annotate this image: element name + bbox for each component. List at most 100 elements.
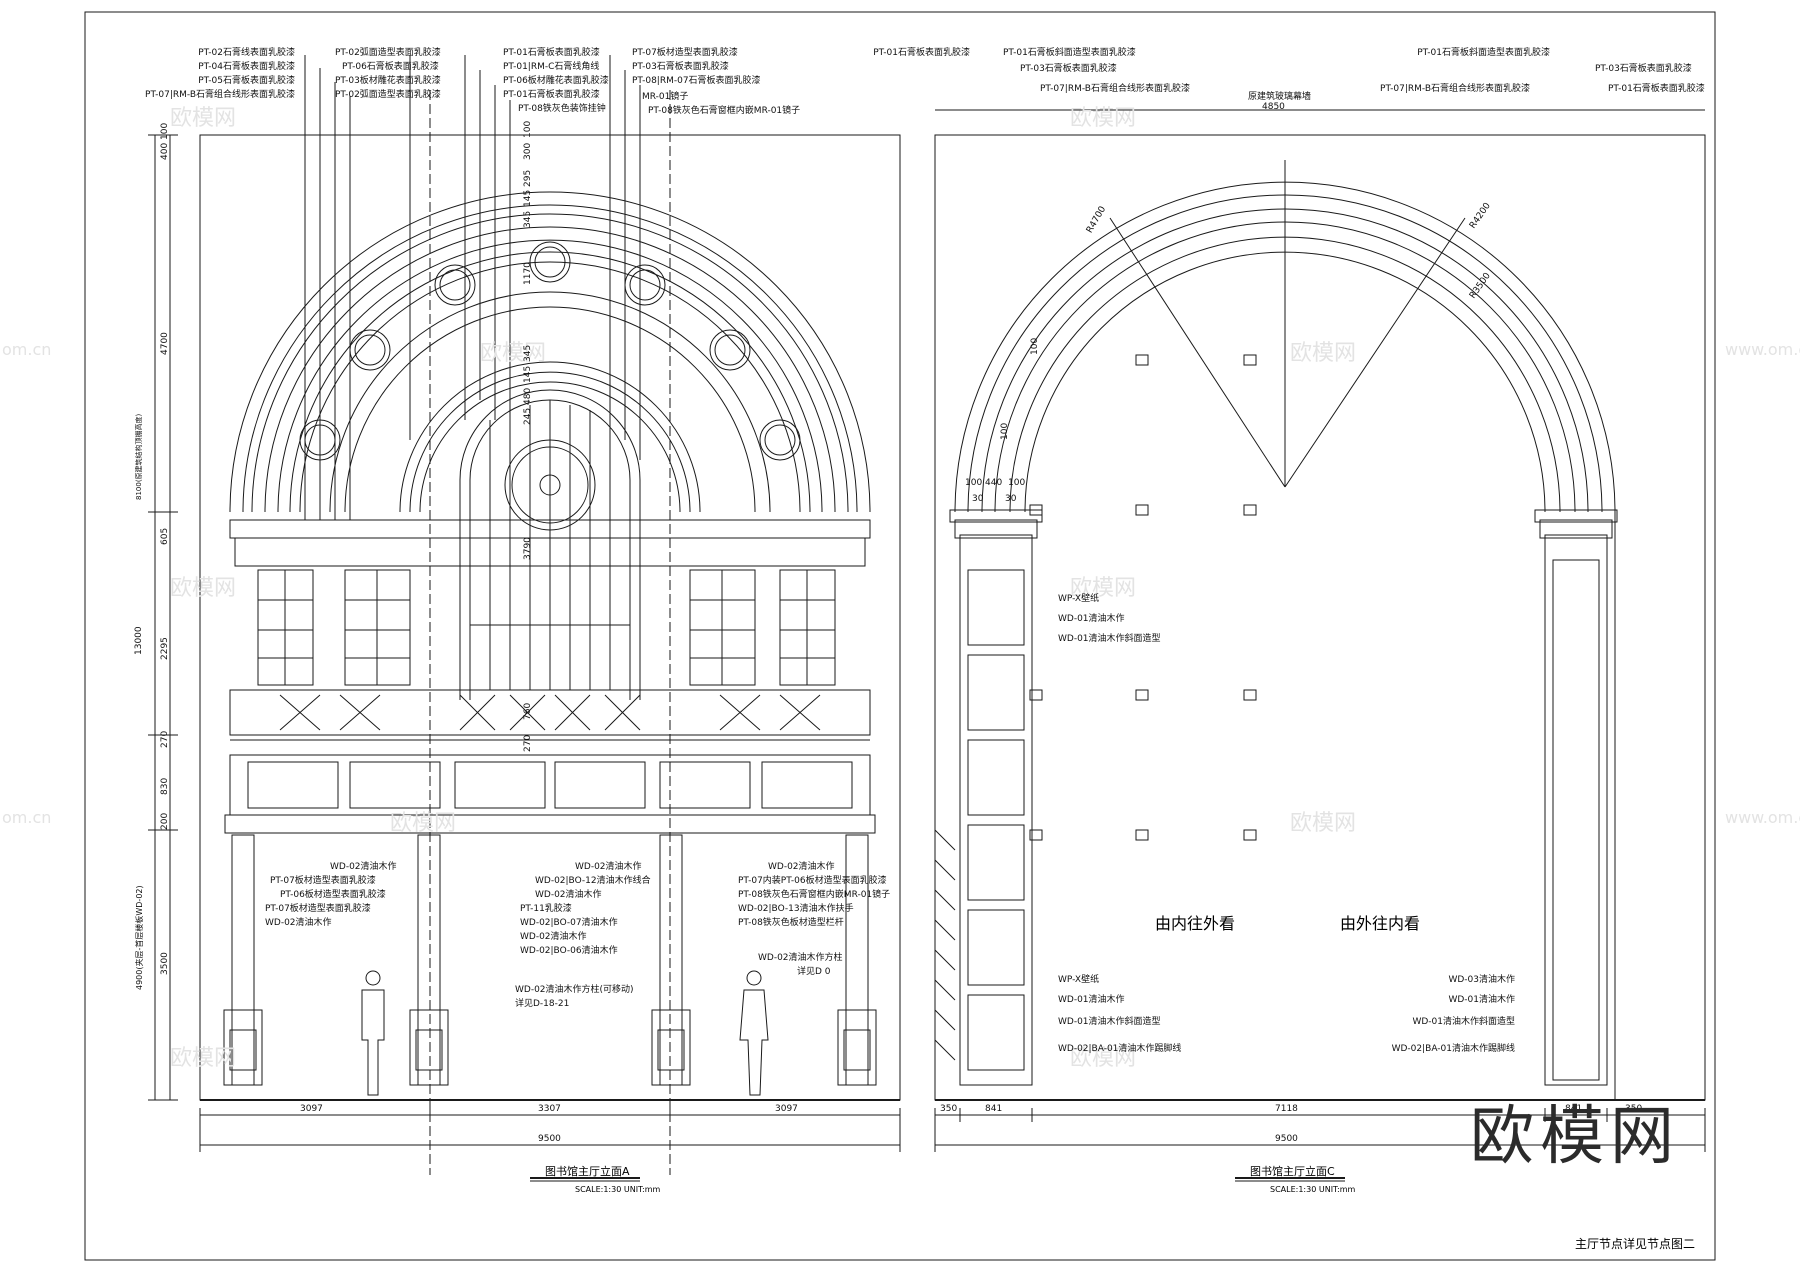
dim-c-arch-5: 440 (985, 478, 1003, 488)
callout-a-tl-1: PT-02石膏线表面乳胶漆 (198, 48, 295, 58)
dim-c-arch-9: 100 (1030, 337, 1040, 355)
dim-a-left-2: 100 (160, 122, 170, 140)
watermark-9: 欧模网 (170, 1046, 237, 1071)
callout-a-tm-2: PT-06石膏板表面乳胶漆 (342, 62, 439, 72)
callout-a-lm-3: WD-02清油木作 (535, 890, 602, 900)
callout-a-lm-2: WD-02|BO-12清油木作线合 (535, 876, 651, 886)
callout-a-lr-1: WD-02清油木作 (768, 862, 835, 872)
dim-c-arch-4: 100 (965, 478, 983, 488)
dim-a-left-3: 4700 (160, 332, 170, 355)
dim-c-arch-7: 30 (972, 494, 984, 504)
watermark-7: 欧模网 (390, 811, 457, 836)
human-figure-female (739, 970, 769, 1096)
callout-c-tl-4: PT-07|RM-B石膏组合线形表面乳胶漆 (1040, 84, 1190, 94)
dim-a-left-6: 270 (160, 730, 170, 748)
dim-a-left-9: 3500 (160, 952, 170, 975)
callout-c-ib-1: WP-X壁纸 (1058, 975, 1100, 985)
elevation-c-geometry (934, 109, 1706, 1182)
watermark-site-4: www.om.cn (1725, 808, 1800, 827)
callout-a-lm-4: PT-11乳胶漆 (520, 904, 572, 914)
callout-a-ll-5: WD-02清油木作 (265, 918, 332, 928)
callout-a-tm-3: PT-03板材雕花表面乳胶漆 (335, 76, 441, 86)
callout-a-tm-4: PT-02弧面造型表面乳胶漆 (335, 90, 441, 100)
dim-a-mid-4: 145 (523, 189, 533, 207)
watermark-8: 欧模网 (1290, 811, 1357, 836)
watermark-10: 欧模网 (1070, 1046, 1137, 1071)
elevation-a-geometry (148, 55, 901, 1182)
callout-a-tc-2: PT-01|RM-C石膏线角线 (503, 62, 600, 72)
dim-a-mid-7: 345 (523, 344, 533, 362)
callout-a-tl-3: PT-05石膏板表面乳胶漆 (198, 76, 295, 86)
dim-c-bottom-2: 841 (985, 1104, 1003, 1114)
callout-a-lr-3: PT-08铁灰色石膏窗框内嵌MR-01镜子 (738, 890, 891, 900)
elevation-a-title: 图书馆主厅立面A (545, 1165, 630, 1178)
callout-c-tr-4: PT-01石膏板表面乳胶漆 (1608, 84, 1705, 94)
callout-a-lr-5: PT-08铁灰色板材造型栏杆 (738, 918, 844, 928)
dim-a-left-4: 605 (160, 527, 170, 545)
callout-c-tr-1: PT-01石膏板斜面造型表面乳胶漆 (1417, 48, 1550, 58)
callout-a-tl-4: PT-07|RM-B石膏组合线形表面乳胶漆 (145, 90, 295, 100)
callout-a-tr-1: PT-07板材造型表面乳胶漆 (632, 48, 738, 58)
dim-a-total: 9500 (538, 1134, 561, 1144)
callout-c-rb-2: WD-01清油木作 (1448, 995, 1515, 1005)
dim-a-mid-2: 100 (523, 120, 533, 138)
dim-a-mid-13: 270 (523, 734, 533, 752)
dim-a-mid-11: 3790 (523, 537, 533, 560)
dim-a-mid-6: 1170 (523, 262, 533, 285)
callout-c-rb-3: WD-01清油木作斜面造型 (1412, 1017, 1515, 1027)
dim-a-mid-8: 145 (523, 365, 533, 383)
dim-a-mid-5: 345 (523, 210, 533, 228)
callout-c-rb-1: WD-03清油木作 (1448, 975, 1515, 985)
dim-a-left-5: 2295 (160, 637, 170, 660)
callout-c-it-1: WP-X壁纸 (1058, 594, 1100, 604)
callout-a-tl-2: PT-04石膏板表面乳胶漆 (198, 62, 295, 72)
column-note-right-2: 详见D 0 (797, 967, 831, 977)
dim-a-overall-3: 4900(夹层-首层楼板WD-02) (135, 885, 144, 990)
view-outside-label: 由外往内看 (1340, 914, 1421, 933)
callout-a-ll-4: PT-07板材造型表面乳胶漆 (265, 904, 371, 914)
dim-a-mid-3: 295 (523, 169, 533, 187)
human-figure-male (361, 970, 385, 1096)
dim-a-left-8: 200 (160, 812, 170, 830)
callout-a-tc-3: PT-06板材雕花表面乳胶漆 (503, 76, 609, 86)
dim-a-left-1: 400 (160, 142, 170, 160)
callout-a-ll-2: PT-07板材造型表面乳胶漆 (270, 876, 376, 886)
dim-a-mid-9: 480 (523, 387, 533, 405)
dim-c-bottom-5: 350 (1625, 1104, 1643, 1114)
callout-c-ib-4: WD-02|BA-01清油木作踢脚线 (1058, 1044, 1182, 1054)
watermark-site-1: om.cn (2, 340, 52, 359)
dim-a-mid-10: 245 (523, 407, 533, 425)
callout-c-ib-3: WD-01清油木作斜面造型 (1058, 1017, 1161, 1027)
watermark-1: 欧模网 (170, 106, 237, 131)
callout-c-tl-3: PT-03石膏板表面乳胶漆 (1020, 64, 1117, 74)
dim-c-arch-6: 100 (1008, 478, 1026, 488)
callout-a-lr-2: PT-07内装PT-06板材造型表面乳胶漆 (738, 876, 887, 886)
dim-a-left-7: 830 (160, 777, 170, 795)
column-note-left-1: WD-02清油木作方柱(可移动) (515, 985, 634, 995)
callout-a-lm-7: WD-02|BO-06清油木作 (520, 946, 618, 956)
elevation-c-scale: SCALE:1:30 UNIT:mm (1270, 1185, 1356, 1194)
dim-a-overall-2: 13000 (134, 626, 144, 655)
watermark-6: 欧模网 (1070, 576, 1137, 601)
callout-c-ib-2: WD-01清油木作 (1058, 995, 1125, 1005)
callout-a-ll-3: PT-06板材造型表面乳胶漆 (280, 890, 386, 900)
callout-a-tr-5: PT-08铁灰色石膏窗框内嵌MR-01镜子 (648, 106, 801, 116)
callout-c-tr-3: PT-03石膏板表面乳胶漆 (1595, 64, 1692, 74)
dim-c-total: 9500 (1275, 1134, 1298, 1144)
callout-c-it-2: WD-01清油木作 (1058, 614, 1125, 624)
callout-a-ll-1: WD-02清油木作 (330, 862, 397, 872)
callout-a-tc-5: PT-08铁灰色装饰挂钟 (518, 104, 606, 114)
dim-c-bottom-4: 841 (1565, 1104, 1583, 1114)
dim-c-top: 4850 (1262, 102, 1285, 112)
callout-a-tc-4: PT-01石膏板表面乳胶漆 (503, 90, 600, 100)
elevation-a-scale: SCALE:1:30 UNIT:mm (575, 1185, 661, 1194)
callout-a-tc-1: PT-01石膏板表面乳胶漆 (503, 48, 600, 58)
callout-a-tm-1: PT-02弧面造型表面乳胶漆 (335, 48, 441, 58)
callout-c-it-3: WD-01清油木作斜面造型 (1058, 634, 1161, 644)
brand-logo: 欧模网 (1470, 1100, 1680, 1174)
callout-a-tr-2: PT-03石膏板表面乳胶漆 (632, 62, 729, 72)
dim-c-top-note: 原建筑玻璃幕墙 (1248, 92, 1312, 102)
watermark-site-2: www.om.cn (1725, 340, 1800, 359)
callout-a-lm-6: WD-02清油木作 (520, 932, 587, 942)
